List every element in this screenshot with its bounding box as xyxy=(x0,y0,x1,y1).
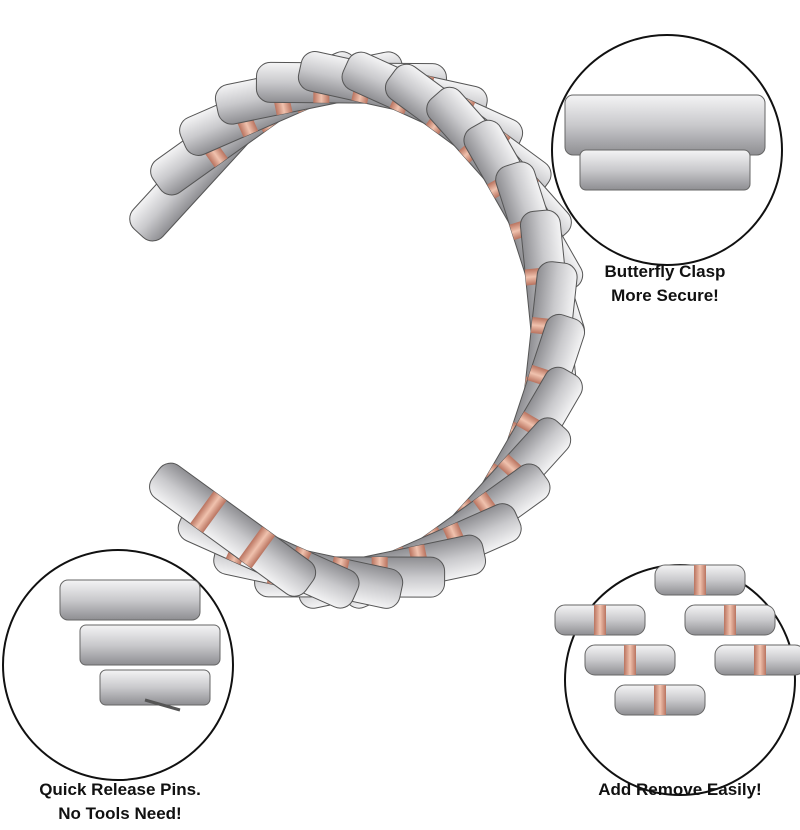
caption-butterfly-clasp: Butterfly Clasp More Secure! xyxy=(560,260,770,308)
caption-line: Butterfly Clasp xyxy=(604,262,726,281)
detail-circle-clasp xyxy=(551,34,783,266)
rose-gold-stripe xyxy=(594,605,606,635)
band-link xyxy=(149,462,317,597)
rose-gold-stripe xyxy=(724,605,736,635)
caption-line: Add Remove Easily! xyxy=(598,780,762,799)
detail-circle-pins xyxy=(2,549,234,781)
rose-gold-stripe xyxy=(754,645,766,675)
metal-band xyxy=(129,51,586,609)
caption-quick-release: Quick Release Pins. No Tools Need! xyxy=(10,778,230,826)
rose-gold-stripe xyxy=(654,685,666,715)
detail-circle-links xyxy=(554,564,800,796)
caption-line: No Tools Need! xyxy=(58,804,182,823)
caption-line: Quick Release Pins. xyxy=(39,780,201,799)
rose-gold-stripe xyxy=(624,645,636,675)
caption-add-remove: Add Remove Easily! xyxy=(570,778,790,802)
rose-gold-stripe xyxy=(694,565,706,595)
caption-line: More Secure! xyxy=(611,286,719,305)
